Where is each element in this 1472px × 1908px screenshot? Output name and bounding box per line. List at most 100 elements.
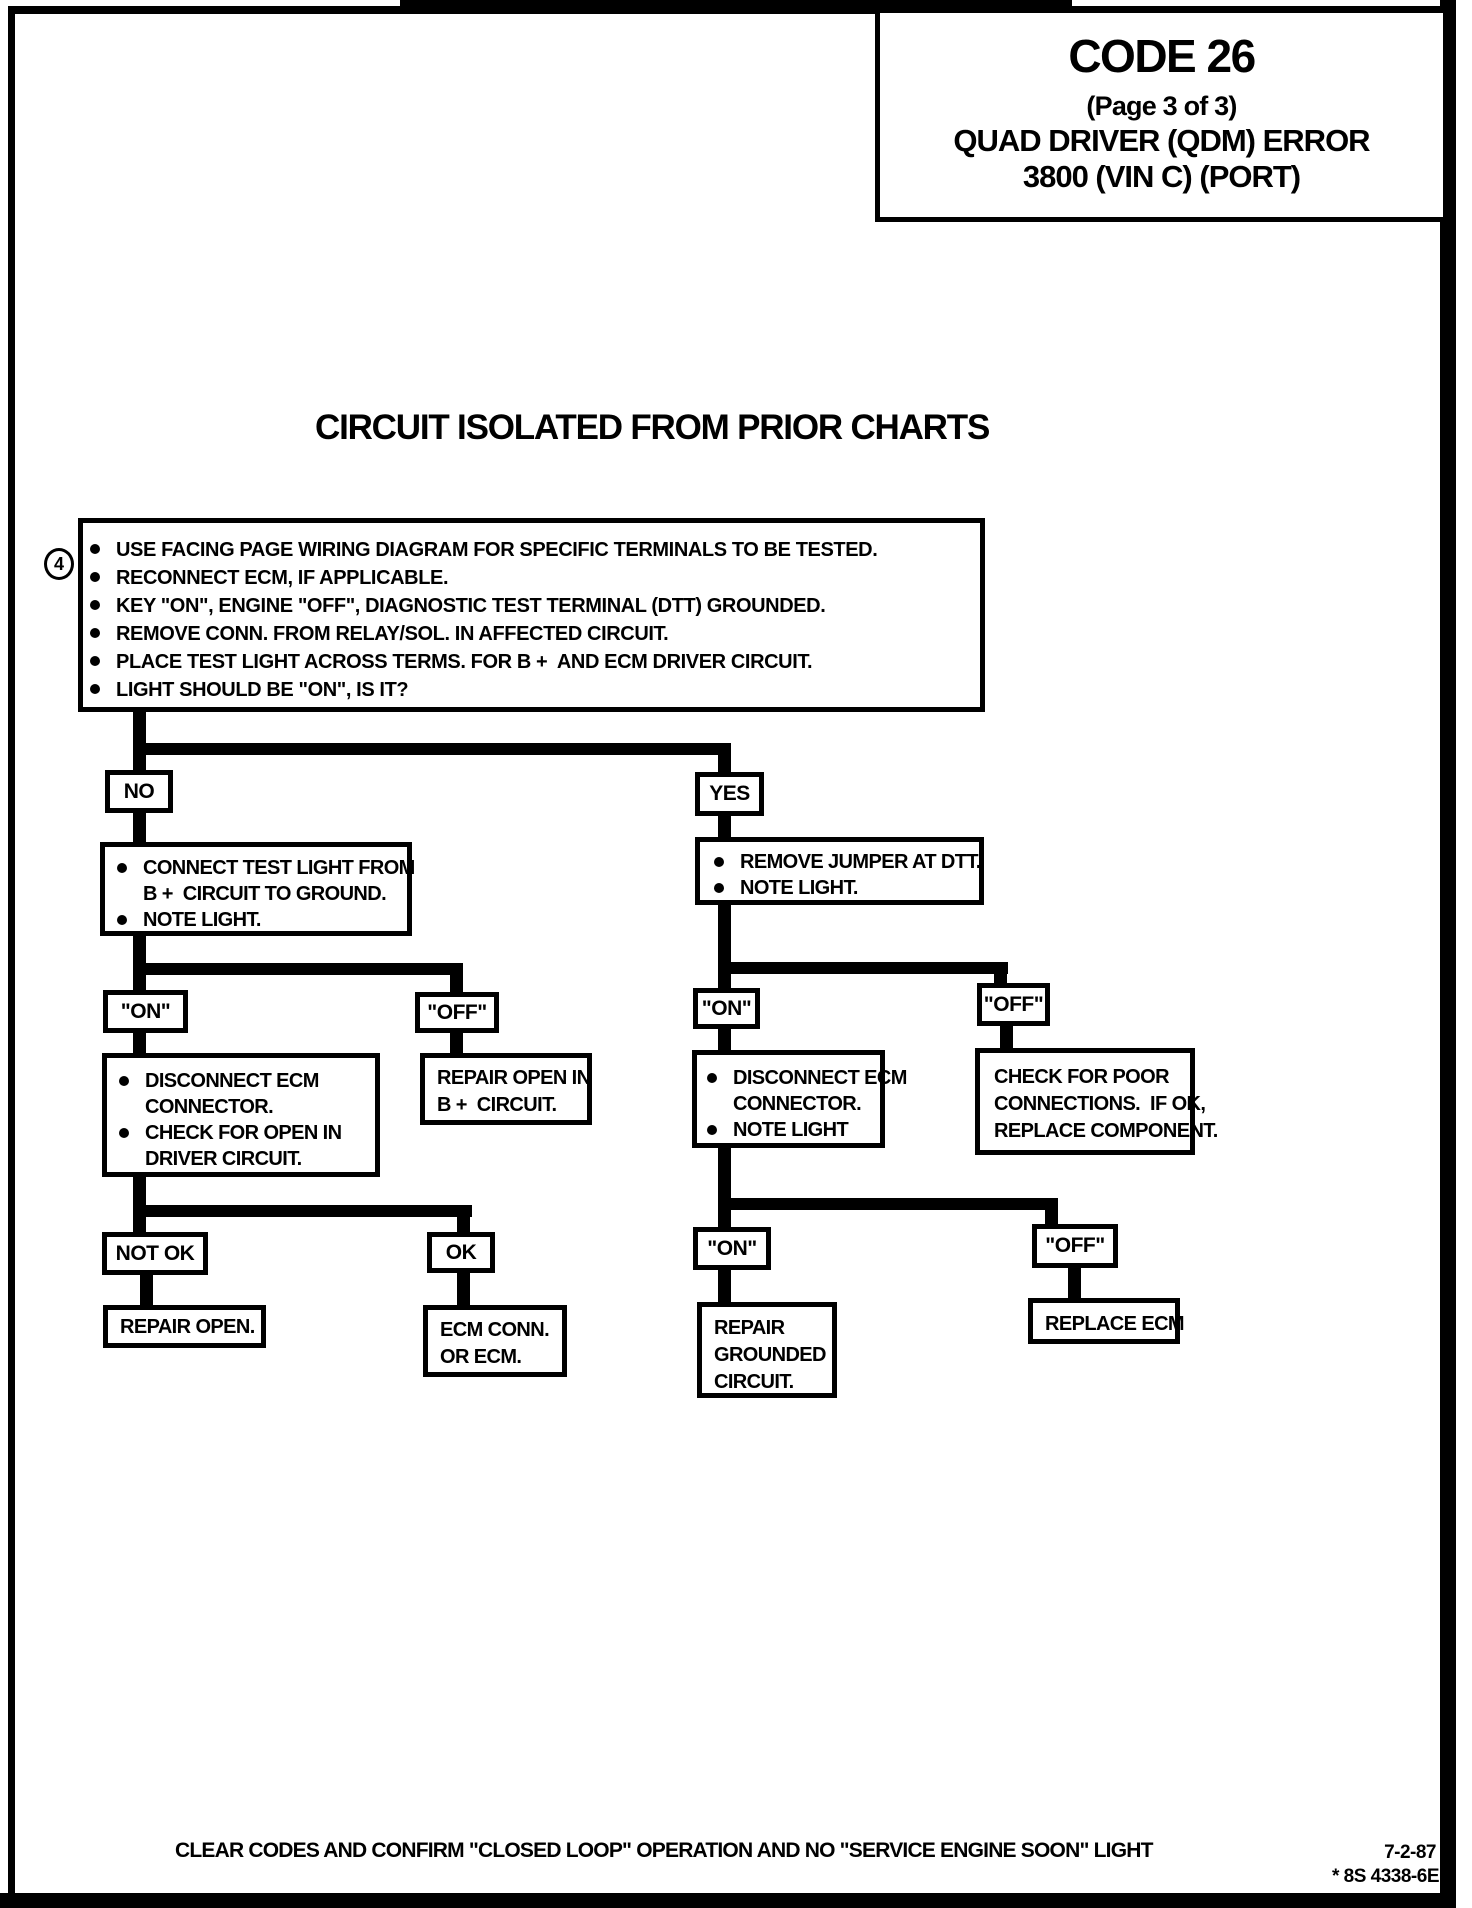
bullet-item: NOTE LIGHT. xyxy=(712,875,973,901)
connector xyxy=(1045,1198,1058,1227)
bullet-icon xyxy=(117,863,127,873)
connector xyxy=(133,1030,146,1055)
connector xyxy=(1068,1266,1081,1300)
repair-grounded-box: REPAIR GROUNDED CIRCUIT. xyxy=(697,1302,837,1398)
bullet-item: DISCONNECT ECM CONNECTOR. xyxy=(117,1068,369,1120)
connector xyxy=(718,962,1008,974)
yes-label-box: YES xyxy=(695,772,764,816)
bullet-icon xyxy=(90,544,100,554)
bullet-text: NOTE LIGHT xyxy=(733,1119,849,1141)
connector xyxy=(457,1205,470,1234)
repair-open-box: REPAIR OPEN. xyxy=(103,1305,266,1348)
connector xyxy=(133,810,146,844)
page-border-bottom xyxy=(0,1893,1456,1908)
bullet-item: LIGHT SHOULD BE "ON", IS IT? xyxy=(88,676,972,704)
no-off-action-box: REPAIR OPEN IN B + CIRCUIT. xyxy=(420,1053,592,1125)
bullet-text: REMOVE JUMPER AT DTT. xyxy=(740,851,981,873)
yes-action-box: REMOVE JUMPER AT DTT. NOTE LIGHT. xyxy=(695,837,984,905)
no-action-box: CONNECT TEST LIGHT FROM B + CIRCUIT TO G… xyxy=(100,842,415,936)
connector xyxy=(718,814,731,840)
title-line2: 3800 (VIN C) (PORT) xyxy=(1022,159,1301,194)
action-text: REPLACE ECM xyxy=(1045,1313,1185,1335)
page-top-scan-strip xyxy=(400,0,1072,11)
bullet-text: NOTE LIGHT. xyxy=(740,877,858,899)
connector xyxy=(1000,1024,1013,1050)
connector xyxy=(718,743,731,775)
connector xyxy=(718,1198,1058,1210)
code-title: CODE 26 xyxy=(1068,30,1256,82)
yes-off2-label-box: "OFF" xyxy=(1032,1224,1118,1268)
bullet-icon xyxy=(90,572,100,582)
connector xyxy=(718,1143,731,1229)
bullet-icon xyxy=(119,1076,129,1086)
page-border-right xyxy=(1440,0,1456,1908)
footer-date: 7-2-87 xyxy=(1384,1842,1436,1863)
yes-off-label-box: "OFF" xyxy=(977,983,1050,1026)
bullet-item: NOTE LIGHT xyxy=(705,1117,876,1143)
connector xyxy=(133,743,731,755)
step-number: 4 xyxy=(53,553,64,574)
bullet-text: PLACE TEST LIGHT ACROSS TERMS. FOR B + A… xyxy=(116,651,813,673)
no-label-box: NO xyxy=(105,770,173,813)
bullet-item: REMOVE JUMPER AT DTT. xyxy=(712,849,981,875)
yes-on-label-box: "ON" xyxy=(693,988,760,1029)
start-box: USE FACING PAGE WIRING DIAGRAM FOR SPECI… xyxy=(78,518,985,712)
title-block: CODE 26 (Page 3 of 3) QUAD DRIVER (QDM) … xyxy=(875,8,1448,222)
connector xyxy=(718,1268,731,1304)
bullet-text: RECONNECT ECM, IF APPLICABLE. xyxy=(116,567,449,589)
ok-label-box: OK xyxy=(427,1232,495,1273)
footer-doc-number: * 8S 4338-6E xyxy=(1331,1866,1440,1887)
bullet-icon xyxy=(90,628,100,638)
title-line1: QUAD DRIVER (QDM) ERROR xyxy=(953,123,1370,158)
connector xyxy=(457,1271,470,1307)
action-text: CHECK FOR POOR CONNECTIONS. IF OK, REPLA… xyxy=(994,1066,1218,1142)
bullet-item: CHECK FOR OPEN IN DRIVER CIRCUIT. xyxy=(117,1120,369,1172)
off-label: "OFF" xyxy=(983,992,1044,1016)
yes-on-action-box: DISCONNECT ECM CONNECTOR. NOTE LIGHT xyxy=(692,1050,907,1148)
no-on-action-box: DISCONNECT ECM CONNECTOR. CHECK FOR OPEN… xyxy=(102,1053,380,1177)
action-text: REPAIR GROUNDED CIRCUIT. xyxy=(714,1317,826,1393)
connector xyxy=(450,963,463,994)
bullet-icon xyxy=(117,915,127,925)
bullet-item: NOTE LIGHT. xyxy=(115,907,401,933)
no-off-label-box: "OFF" xyxy=(415,992,499,1033)
step-number-badge: 4 xyxy=(44,548,74,580)
connector xyxy=(718,1027,731,1052)
bullet-text: USE FACING PAGE WIRING DIAGRAM FOR SPECI… xyxy=(116,539,878,561)
connector xyxy=(133,1171,146,1234)
on-label: "ON" xyxy=(707,1236,757,1260)
bullet-text: DISCONNECT ECM CONNECTOR. xyxy=(733,1067,907,1115)
on-label: "ON" xyxy=(701,996,752,1020)
bullet-item: RECONNECT ECM, IF APPLICABLE. xyxy=(88,564,972,592)
no-on-label-box: "ON" xyxy=(103,990,188,1033)
connector xyxy=(133,930,146,992)
bullet-icon xyxy=(90,600,100,610)
off-label: "OFF" xyxy=(427,1000,487,1024)
bullet-text: KEY "ON", ENGINE "OFF", DIAGNOSTIC TEST … xyxy=(116,595,826,617)
ok-label: OK xyxy=(445,1240,477,1264)
bullet-item: USE FACING PAGE WIRING DIAGRAM FOR SPECI… xyxy=(88,536,972,564)
yes-on2-label-box: "ON" xyxy=(693,1227,771,1270)
bullet-icon xyxy=(119,1128,129,1138)
connector xyxy=(133,1205,472,1217)
bullet-text: DISCONNECT ECM CONNECTOR. xyxy=(145,1070,319,1118)
page-info: (Page 3 of 3) xyxy=(1086,91,1237,121)
bullet-text: CONNECT TEST LIGHT FROM B + CIRCUIT TO G… xyxy=(143,857,415,905)
connector xyxy=(718,901,731,990)
ecm-conn-box: ECM CONN. OR ECM. xyxy=(423,1305,567,1377)
connector xyxy=(133,963,463,975)
action-text: REPAIR OPEN IN B + CIRCUIT. xyxy=(437,1067,591,1116)
not-ok-label: NOT OK xyxy=(115,1241,195,1265)
bullet-item: REMOVE CONN. FROM RELAY/SOL. IN AFFECTED… xyxy=(88,620,972,648)
yes-off-action-box: CHECK FOR POOR CONNECTIONS. IF OK, REPLA… xyxy=(975,1048,1218,1155)
not-ok-label-box: NOT OK xyxy=(102,1232,208,1275)
page-border-top xyxy=(10,6,1444,14)
bullet-item: DISCONNECT ECM CONNECTOR. xyxy=(705,1065,907,1117)
action-text: ECM CONN. OR ECM. xyxy=(440,1319,550,1368)
replace-ecm-box: REPLACE ECM xyxy=(1028,1298,1185,1344)
connector xyxy=(140,1273,153,1307)
bullet-icon xyxy=(714,857,724,867)
connector xyxy=(994,962,1007,985)
bullet-text: REMOVE CONN. FROM RELAY/SOL. IN AFFECTED… xyxy=(116,623,669,645)
